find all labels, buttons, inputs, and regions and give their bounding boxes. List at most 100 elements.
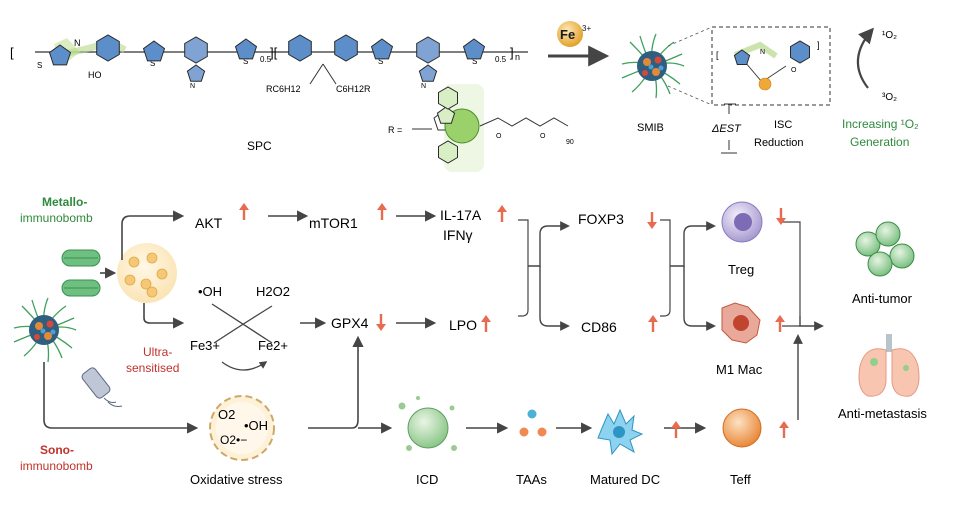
teff-cell-icon — [722, 408, 762, 448]
thiophene-ring-1 — [48, 44, 72, 66]
akt-label: AKT — [195, 215, 223, 231]
akt-up-arrow — [239, 203, 249, 220]
increasing-line2: Generation — [850, 135, 909, 149]
sulfur-3: S — [243, 57, 248, 66]
dbco-ring-bottom — [438, 140, 458, 164]
teff-up-arrow — [779, 421, 789, 438]
sulfur-4: S — [378, 57, 383, 66]
left-side: Metallo- immunobomb Sono- immunobomb Ult… — [13, 195, 199, 473]
btd-n2: N — [421, 83, 426, 90]
sulfur-2: S — [150, 59, 155, 68]
os-oh: •OH — [244, 418, 268, 433]
icd-cell-icon — [398, 396, 457, 451]
btd-ring-2 — [416, 36, 440, 64]
generated-shapes — [124, 203, 789, 438]
ultra-line2: sensitised — [126, 361, 179, 375]
fe-ion-4 — [140, 278, 152, 290]
smib-nanoparticle — [621, 33, 685, 99]
triplet-o2: ³O₂ — [882, 92, 897, 103]
os-o2-minus: O2•− — [220, 433, 247, 447]
mtor1-label: mTOR1 — [309, 215, 358, 231]
thiadiazole-1 — [186, 64, 206, 82]
smib-label: SMIB — [637, 122, 664, 134]
fe-badge — [557, 21, 583, 47]
increasing-line1: Increasing ¹O₂ — [842, 117, 919, 131]
fe2-label: Fe2+ — [258, 338, 288, 353]
pill-icon-bottom — [61, 279, 101, 297]
sono-line2: immunobomb — [20, 459, 93, 473]
treg-label: Treg — [728, 262, 754, 277]
fe-ion-3 — [156, 268, 168, 280]
thiophene-ring-5 — [462, 38, 486, 60]
thiophene-ring-3 — [234, 38, 258, 60]
dc-teff-up-arrow — [671, 421, 681, 438]
btd-n1: N — [190, 83, 195, 90]
peg-sub: 90 — [566, 139, 574, 146]
ultrasound-probe-icon — [81, 367, 123, 407]
fe-ion-5 — [124, 274, 136, 286]
fe-charge: 3+ — [582, 24, 591, 33]
triazole-ring — [436, 106, 456, 124]
os-o2: O2 — [218, 407, 235, 422]
sono-line1: Sono- — [40, 443, 74, 457]
main-nanoparticle — [13, 297, 77, 363]
m1-mac-label: M1 Mac — [716, 362, 763, 377]
mtor1-up-arrow — [377, 203, 387, 220]
matured-dc-label: Matured DC — [590, 472, 660, 487]
thiadiazole-2 — [418, 64, 438, 82]
anti-tumor-label: Anti-tumor — [852, 291, 913, 306]
dbco-ring-top — [438, 86, 458, 110]
metallo-line2: immunobomb — [20, 211, 93, 225]
fluorene-ring-left — [288, 34, 312, 62]
complex-thiophene — [733, 49, 751, 65]
cd86-label: CD86 — [581, 319, 617, 335]
fe3-label: Fe3+ — [190, 338, 220, 353]
oh-radical-label: •OH — [198, 284, 222, 299]
taas-label: TAAs — [516, 472, 547, 487]
delta-est: ΔEST — [711, 123, 742, 135]
taas-icon — [519, 409, 547, 437]
tumor-cells-icon — [855, 221, 915, 277]
teff-label: Teff — [730, 472, 751, 487]
complex-n: N — [760, 49, 765, 56]
r-label: R = — [388, 125, 402, 135]
m1-macrophage-icon — [721, 302, 761, 344]
nitrogen-label: N — [74, 38, 81, 48]
cd86-up-arrow — [648, 315, 658, 332]
amide-o: O — [496, 133, 502, 140]
hydroxy-label: HO — [88, 70, 102, 80]
spc-label: SPC — [247, 139, 272, 153]
thiophene-ring-4 — [370, 38, 394, 60]
complex-bracket-l: [ — [716, 50, 719, 60]
gpx4-label: GPX4 — [331, 315, 369, 331]
alkyl-left: RC6H12 — [266, 84, 301, 94]
complex-box — [711, 26, 831, 106]
oxidative-stress-label: Oxidative stress — [190, 472, 283, 487]
il17a-label: IL-17A — [440, 207, 482, 223]
bracket-mid: ][ — [270, 45, 278, 60]
alkyl-right: C6H12R — [336, 84, 371, 94]
icd-label: ICD — [416, 472, 438, 487]
complex-o: O — [791, 67, 797, 74]
gpx4-down-arrow — [376, 314, 386, 331]
pill-icon-top — [61, 249, 101, 267]
sulfur-5: S — [472, 57, 477, 66]
m1-mac-up-arrow — [775, 315, 785, 332]
btd-ring-1 — [184, 36, 208, 64]
bracket-left: [ — [10, 45, 14, 60]
lungs-icon — [858, 334, 920, 397]
phenol-ring — [96, 34, 120, 62]
pathway-network: AKT mTOR1 IL-17A IFNγ FOXP3 CD86 •OH H2O… — [190, 201, 822, 487]
treg-cell-icon — [721, 201, 763, 243]
oxidative-stress-cell — [209, 395, 275, 461]
fe-ion-1 — [128, 256, 140, 268]
ifng-label: IFNγ — [443, 227, 473, 243]
il17a-up-arrow — [497, 205, 507, 222]
fluorene-ring-right — [334, 34, 358, 62]
amide-o2: O — [540, 133, 546, 140]
singlet-o2: ¹O₂ — [882, 30, 897, 41]
isc-label: ISC — [774, 119, 792, 131]
bracket-right: ] — [510, 45, 514, 60]
